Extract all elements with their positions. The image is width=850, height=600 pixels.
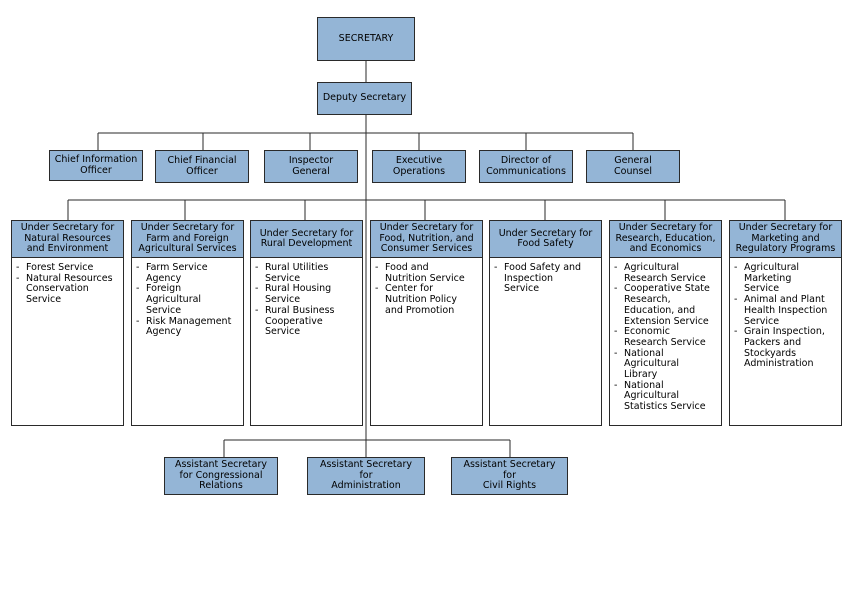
agency-list: -Food and Nutrition Service -Center for …	[371, 258, 482, 317]
agency-item: -Natural Resources Conservation Service	[16, 272, 113, 306]
staff-office-box: Inspector General	[264, 150, 358, 183]
under-secretary-title: Under Secretary for Rural Development	[251, 221, 362, 258]
agency-item: -Food Safety and Inspection Service	[494, 262, 582, 295]
agency-item: -Rural Business Cooperative Service	[255, 304, 335, 338]
staff-office-box: Executive Operations	[372, 150, 466, 183]
assistant-secretary-box: Assistant Secretary for Administration	[307, 457, 425, 495]
deputy-secretary-box: Deputy Secretary	[317, 82, 412, 115]
agency-list: -Farm Service Agency -Foreign Agricultur…	[132, 258, 243, 338]
agency-list: -Food Safety and Inspection Service	[490, 258, 601, 295]
agency-list: -Forest Service -Natural Resources Conse…	[12, 258, 123, 306]
staff-office-label: Chief Financial Officer	[167, 155, 237, 177]
assistant-secretary-label: Assistant Secretary for Congressional Re…	[174, 459, 267, 492]
assistant-secretary-label: Assistant Secretary for Civil Rights	[463, 459, 556, 492]
under-secretary-food-nutrition: Under Secretary for Food, Nutrition, and…	[370, 220, 483, 426]
agency-item: -Agricultural Marketing Service	[734, 262, 800, 295]
agency-item: -Economic Research Service	[614, 326, 706, 348]
staff-office-box: General Counsel	[586, 150, 680, 183]
agency-item: -Cooperative State Research, Education, …	[614, 283, 710, 327]
agency-list: -Agricultural Research Service -Cooperat…	[610, 258, 721, 413]
agency-item: - National Agricultural Library	[614, 347, 680, 381]
agency-list: -Rural Utilities Service -Rural Housing …	[251, 258, 362, 338]
agency-item: -Food and Nutrition Service	[375, 262, 465, 284]
staff-office-label: Director of Communications	[486, 155, 566, 177]
assistant-secretary-label: Assistant Secretary for Administration	[319, 459, 412, 492]
deputy-secretary-label: Deputy Secretary	[322, 92, 407, 104]
agency-item: -Rural Utilities Service	[255, 262, 329, 284]
staff-office-label: Executive Operations	[392, 155, 446, 177]
under-secretary-title: Under Secretary for Food, Nutrition, and…	[371, 221, 482, 258]
staff-office-label: General Counsel	[614, 155, 652, 177]
agency-item: -Agricultural Research Service	[614, 262, 706, 284]
under-secretary-research-education: Under Secretary for Research, Education,…	[609, 220, 722, 426]
agency-item: -Animal and Plant Health Inspection Serv…	[734, 294, 828, 327]
agency-item: -Forest Service	[16, 262, 94, 273]
under-secretary-title: Under Secretary for Natural Resources an…	[12, 221, 123, 258]
agency-item: -Grain Inspection, Packers and Stockyard…	[734, 326, 825, 370]
under-secretary-natural-resources: Under Secretary for Natural Resources an…	[11, 220, 124, 426]
under-secretary-title: Under Secretary for Farm and Foreign Agr…	[132, 221, 243, 258]
agency-item: -Rural Housing Service	[255, 283, 332, 306]
under-secretary-title: Under Secretary for Food Safety	[490, 221, 601, 258]
staff-office-box: Chief Information Officer	[49, 150, 143, 181]
agency-item: -Risk Management Agency	[136, 315, 232, 338]
agency-item: -National Agricultural Statistics Servic…	[614, 379, 706, 413]
secretary-box: SECRETARY	[317, 17, 415, 61]
under-secretary-rural-development: Under Secretary for Rural Development -R…	[250, 220, 363, 426]
under-secretary-farm-foreign: Under Secretary for Farm and Foreign Agr…	[131, 220, 244, 426]
under-secretary-food-safety: Under Secretary for Food Safety -Food Sa…	[489, 220, 602, 426]
agency-list: -Agricultural Marketing Service -Animal …	[730, 258, 841, 370]
staff-office-label: Inspector General	[288, 155, 334, 177]
under-secretary-title: Under Secretary for Research, Education,…	[610, 221, 721, 258]
under-secretary-marketing-regulatory: Under Secretary for Marketing and Regula…	[729, 220, 842, 426]
agency-item: -Farm Service Agency	[136, 262, 208, 284]
under-secretary-title: Under Secretary for Marketing and Regula…	[730, 221, 841, 258]
assistant-secretary-box: Assistant Secretary for Civil Rights	[451, 457, 568, 495]
agency-item: -Center for Nutrition Policy and Promoti…	[375, 283, 457, 316]
assistant-secretary-box: Assistant Secretary for Congressional Re…	[164, 457, 278, 495]
staff-office-label: Chief Information Officer	[54, 154, 138, 176]
staff-office-box: Chief Financial Officer	[155, 150, 249, 183]
secretary-label: SECRETARY	[338, 32, 394, 44]
agency-item: -Foreign Agricultural Service	[136, 283, 202, 316]
staff-office-box: Director of Communications	[479, 150, 573, 183]
